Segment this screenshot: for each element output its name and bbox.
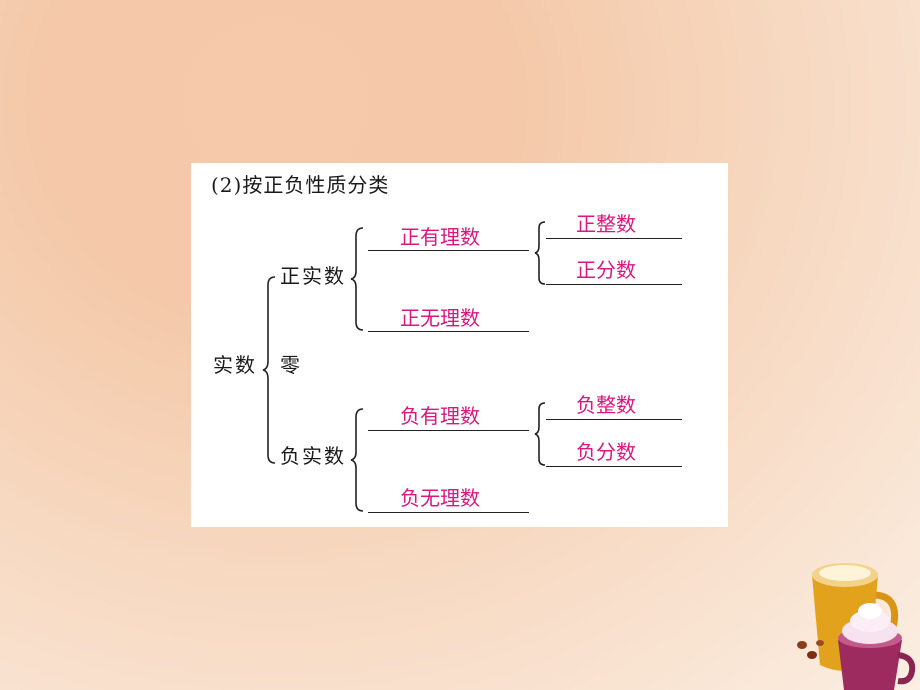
root-label: 实数 <box>213 353 257 377</box>
positive-real-label: 正实数 <box>280 264 346 288</box>
positive-irrational-answer: 正无理数 <box>400 306 480 330</box>
negative-real-label: 负实数 <box>280 444 346 468</box>
answer-line <box>368 512 529 513</box>
zero-label: 零 <box>280 353 302 377</box>
answer-line <box>546 419 682 420</box>
negative-irrational-answer: 负无理数 <box>400 486 480 510</box>
answer-line <box>546 238 682 239</box>
diagram-heading: (2)按正负性质分类 <box>211 173 390 197</box>
negative-rational-answer: 负有理数 <box>400 404 480 428</box>
positive-rational-answer: 正有理数 <box>400 225 480 249</box>
negative-fraction-answer: 负分数 <box>576 440 636 464</box>
positive-rational-brace <box>534 221 546 285</box>
coffee-cup-icon <box>797 563 916 690</box>
negative-brace <box>350 408 364 512</box>
classification-panel: (2)按正负性质分类 实数 正实数 零 负实数 正有理数 正整数 正分数 正无理… <box>191 163 728 527</box>
negative-rational-brace <box>534 402 546 466</box>
answer-line <box>546 466 682 467</box>
answer-line <box>368 430 529 431</box>
positive-fraction-answer: 正分数 <box>576 258 636 282</box>
answer-line <box>368 331 529 332</box>
root-brace <box>262 276 276 464</box>
negative-integer-answer: 负整数 <box>576 393 636 417</box>
answer-line <box>546 284 682 285</box>
positive-integer-answer: 正整数 <box>576 212 636 236</box>
answer-line <box>368 250 529 251</box>
positive-brace <box>350 227 364 331</box>
